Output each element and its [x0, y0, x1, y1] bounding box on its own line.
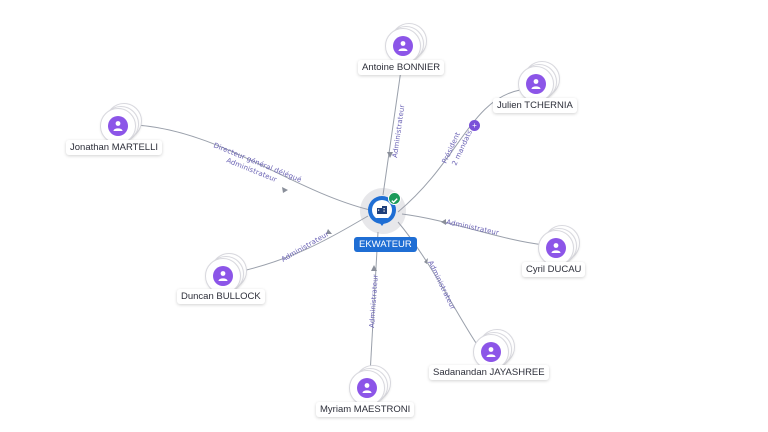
node-label: Duncan BULLOCK: [177, 289, 265, 304]
pin-tip: [376, 218, 388, 226]
node-label: Sadanandan JAYASHREE: [429, 365, 549, 380]
edge-ducau: [401, 213, 546, 246]
person-icon: [546, 238, 566, 258]
check-icon: [388, 192, 401, 205]
person-icon: [213, 266, 233, 286]
node-label: Jonathan MARTELLI: [66, 140, 163, 155]
node-label: Myriam MAESTRONI: [316, 402, 415, 417]
node-disc: [100, 108, 136, 144]
company-node[interactable]: [360, 188, 406, 234]
company-label[interactable]: EKWATEUR: [354, 237, 417, 252]
edge-label-bonnier: Administrateur: [391, 104, 406, 158]
more-mandates-badge[interactable]: +: [469, 120, 480, 131]
edge-label-ducau: Administrateur: [446, 218, 500, 237]
edge-label-jayashree: Administrateur: [426, 259, 457, 311]
person-icon: [357, 378, 377, 398]
edge-label-bullock: Administrateur: [280, 230, 330, 264]
edge-bullock: [237, 215, 369, 273]
edge-arrow: [282, 187, 288, 193]
edge-bonnier: [382, 69, 402, 196]
node-label: Julien TCHERNIA: [493, 98, 577, 113]
person-icon: [108, 116, 128, 136]
node-duncan-bullock[interactable]: [205, 253, 247, 298]
person-icon: [481, 342, 501, 362]
node-disc: [349, 370, 385, 406]
person-icon: [526, 74, 546, 94]
node-julien-tchernia[interactable]: [518, 61, 560, 106]
node-disc: [205, 258, 241, 294]
edge-jayashree: [397, 221, 479, 347]
node-disc: [385, 28, 421, 64]
node-disc: [518, 66, 554, 102]
node-label: Antoine BONNIER: [358, 60, 445, 75]
node-sadanandan-jayashree[interactable]: [473, 329, 515, 374]
edge-arrow: [441, 219, 446, 225]
node-myriam-maestroni[interactable]: [349, 365, 391, 410]
node-label: Cyril DUCAU: [522, 262, 586, 277]
edge-arrow: [371, 265, 377, 271]
building-icon: [377, 206, 387, 214]
edge-tchernia: [397, 89, 521, 213]
person-icon: [393, 36, 413, 56]
edge-arrow: [387, 152, 393, 158]
node-disc: [473, 334, 509, 370]
edge-arrow: [326, 229, 332, 234]
edge-maestroni: [369, 231, 379, 376]
edge-arrow: [424, 258, 428, 264]
node-disc: [538, 230, 574, 266]
edge-martelli: [134, 124, 371, 211]
edge-label-maestroni: Administrateur: [368, 274, 380, 328]
pin-inner: [372, 200, 392, 220]
